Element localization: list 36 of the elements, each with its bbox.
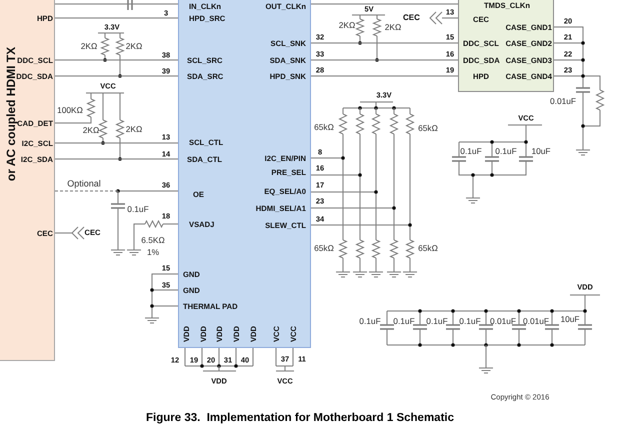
redriver-ic-block [178,0,311,348]
component-value: 0.01uF [550,96,576,106]
component-value: 1% [146,248,160,256]
wire [430,12,458,24]
wire [54,158,178,160]
component-value: 0.1uF [359,316,381,326]
wire [310,42,458,44]
block-title: or AC coupled HDMI TX [5,46,17,182]
component-value: 0.1uF [127,204,149,214]
source-block [0,0,55,361]
component-value: 2KΩ [126,42,142,50]
component-value: 6.5KΩ [141,236,165,244]
component-value: 65kΩ [418,244,438,252]
component-value: 2KΩ [384,22,402,32]
wire [54,142,178,144]
component-value: 0.1uF [495,146,517,156]
component-value: 0.01uF [490,316,516,326]
component-value: 2KΩ [338,20,356,30]
wire [54,226,84,240]
hdmi-connector-block [458,0,554,92]
figure-caption: Figure 33. Implementation for Motherboard 1 Schematic [146,412,454,424]
component-value: 2KΩ [80,42,98,50]
net-label: CEC [403,14,420,22]
component-value: 0.1uF [426,316,448,326]
component-value: 0.01uF [522,316,550,326]
component-value: 10uF [560,314,580,324]
component-value: 2KΩ [126,124,142,134]
component-value: 0.1uF [460,146,482,156]
wire [54,190,178,192]
component-value: 65kΩ [418,124,438,132]
component-value: 0.1uF [393,316,415,326]
component-value: 10uF [531,146,551,156]
component-value: 2KΩ [82,126,100,134]
edge-label: Optional [66,180,102,188]
component-value: 100KΩ [57,106,83,114]
component-value: 0.1uF [459,316,481,326]
